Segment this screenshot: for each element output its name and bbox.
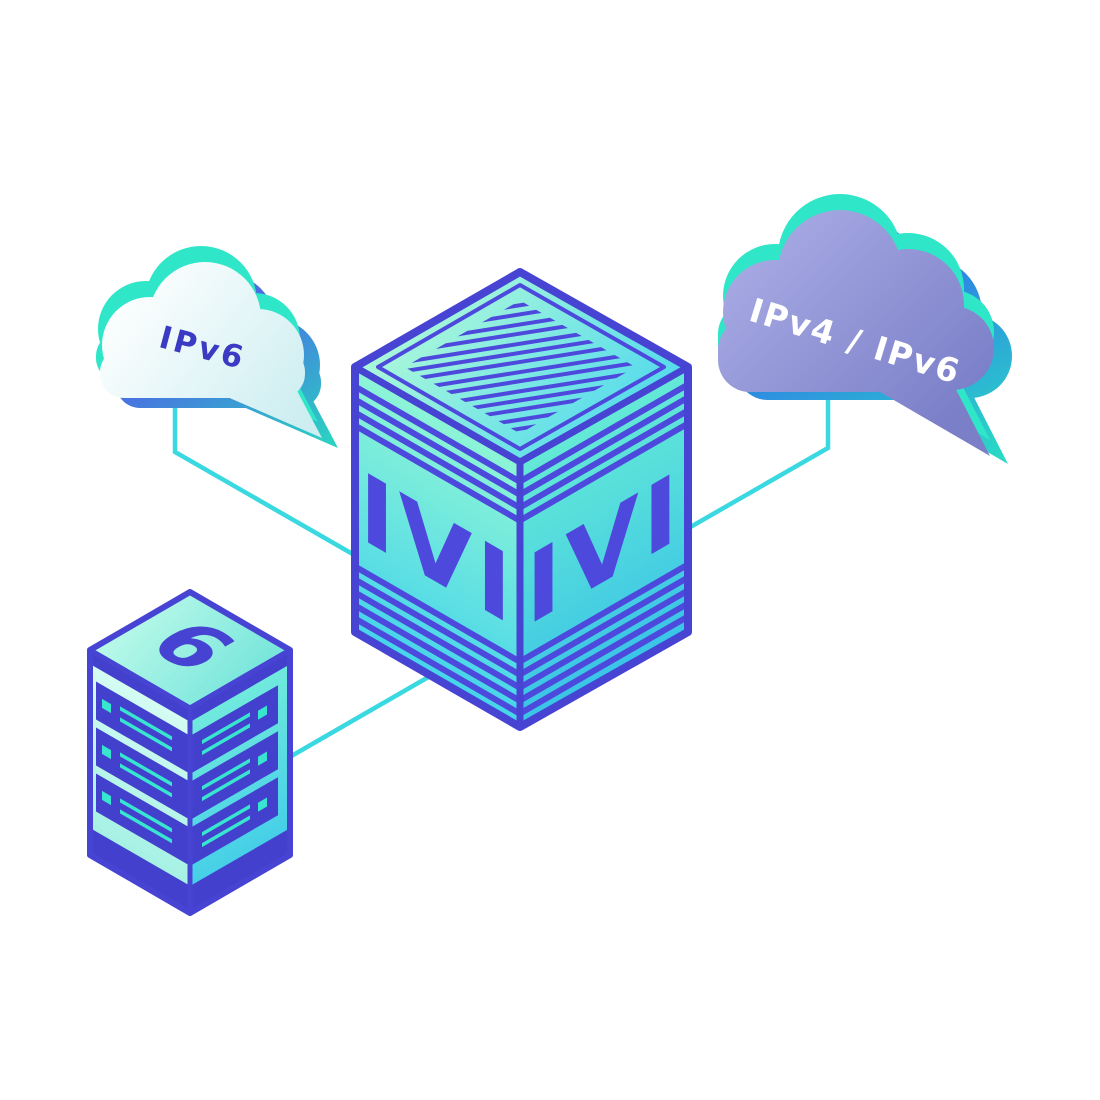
ipv6-cloud: IPv6: [96, 246, 338, 448]
server-collar-left: [90, 650, 190, 722]
connector-ipv6-cloud-to-gateway: [172, 390, 372, 566]
server-edges: [87, 589, 293, 916]
ipv4-ipv6-cloud: IPv4 / IPv6: [718, 194, 1012, 464]
server-base-right: [190, 828, 290, 913]
server-bay-details-left: [102, 698, 172, 844]
server-base-left: [90, 828, 190, 913]
server-right-face: [190, 650, 290, 913]
server-collar-right: [190, 650, 290, 722]
gateway-right-face: IVI: [520, 365, 688, 727]
ipv6-server: 6: [87, 589, 293, 916]
server-bay-details-right: [202, 705, 267, 848]
server-left-face: [90, 650, 190, 913]
gateway-right-face-stripes: [520, 381, 688, 717]
server-bays-right: [190, 685, 278, 866]
gateway-top-face-inner-border: [376, 283, 666, 451]
gateway-edges: [351, 268, 692, 731]
ivi-gateway-box: IVI IVI: [351, 268, 692, 731]
gateway-left-face-stripes: [355, 383, 520, 718]
server-bays-left: [96, 681, 190, 866]
connector-ipv4-ipv6-cloud-to-gateway: [678, 385, 831, 535]
gateway-left-face: IVI: [355, 367, 520, 728]
